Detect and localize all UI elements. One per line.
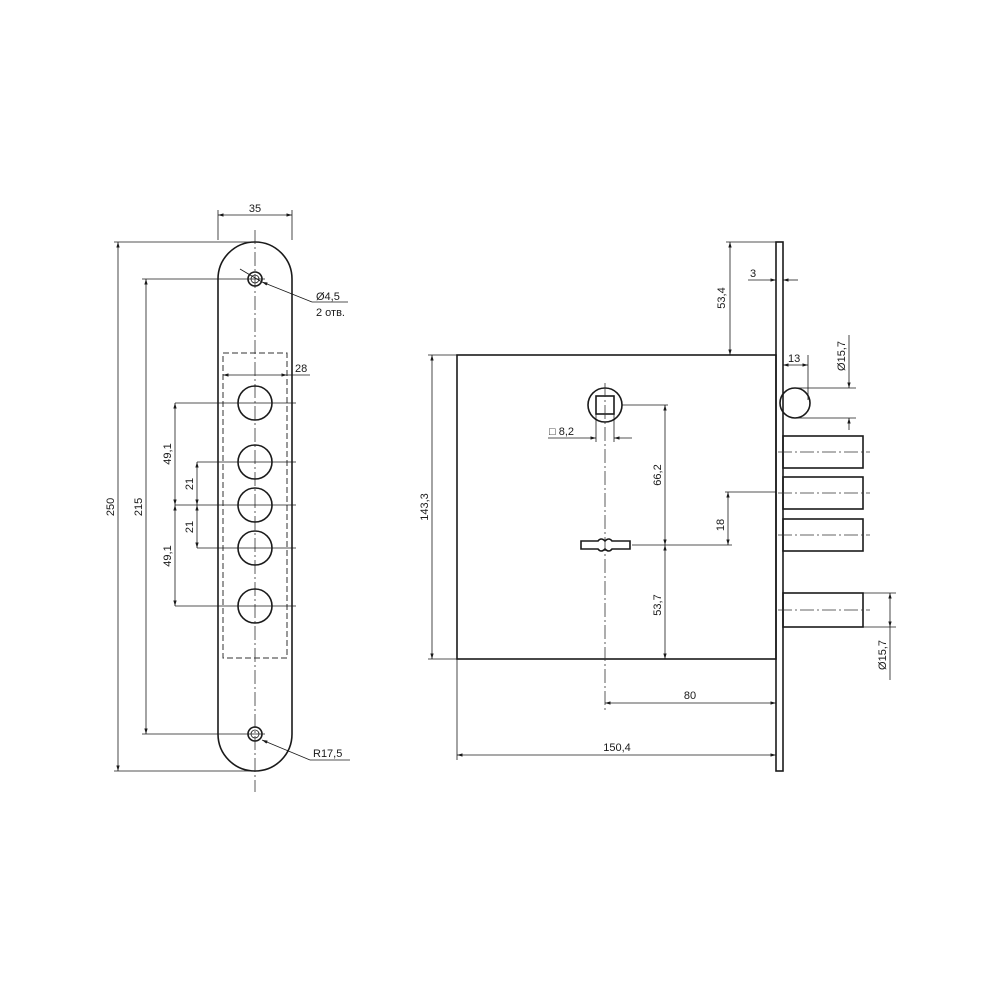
dim-bolt-spacing-lower: 49,1: [162, 545, 174, 566]
dim-latch-diameter: Ø15,7: [836, 341, 848, 371]
dim-spindle-to-key: 66,2: [652, 464, 664, 485]
dim-end-radius: R17,5: [313, 748, 342, 760]
dim-backset: 80: [684, 690, 696, 702]
dim-width: 35: [249, 203, 261, 215]
dim-key-to-bolt: 18: [715, 519, 727, 531]
keyhole: [580, 538, 631, 552]
dim-bolt-gap-lower: 21: [184, 521, 196, 533]
dim-latch-projection: 13: [788, 353, 800, 365]
dim-height-total: 250: [105, 498, 117, 516]
dim-bolt-spacing-upper: 49,1: [162, 443, 174, 464]
dim-faceplate-thickness: 3: [750, 268, 756, 280]
dim-key-to-bottom: 53,7: [652, 594, 664, 615]
dim-window-width: 28: [295, 363, 307, 375]
dim-bolt-diameter: Ø15,7: [877, 640, 889, 670]
faceplate-view: 35 250 215 49,1 49,1 21 21 28 Ø4,5 2 отв…: [105, 203, 350, 792]
bolt-window-hidden: [222, 352, 288, 659]
dim-bolt-gap-upper: 21: [184, 478, 196, 490]
latch-bolt: [779, 387, 811, 419]
dim-spindle-square: □ 8,2: [549, 426, 574, 438]
dim-body-depth: 150,4: [603, 742, 631, 754]
faceplate-side: [775, 241, 784, 772]
side-view: 53,4 3 13 Ø15,7 Ø15,7 143,3 □ 8,2 66,2 5…: [419, 241, 896, 772]
dim-screw-spacing: 215: [133, 498, 145, 516]
dim-faceplate-offset: 53,4: [716, 287, 728, 308]
dim-screw-hole-count: 2 отв.: [316, 307, 345, 319]
dim-body-height: 143,3: [419, 493, 431, 521]
dim-screw-hole-diameter: Ø4,5: [316, 291, 340, 303]
